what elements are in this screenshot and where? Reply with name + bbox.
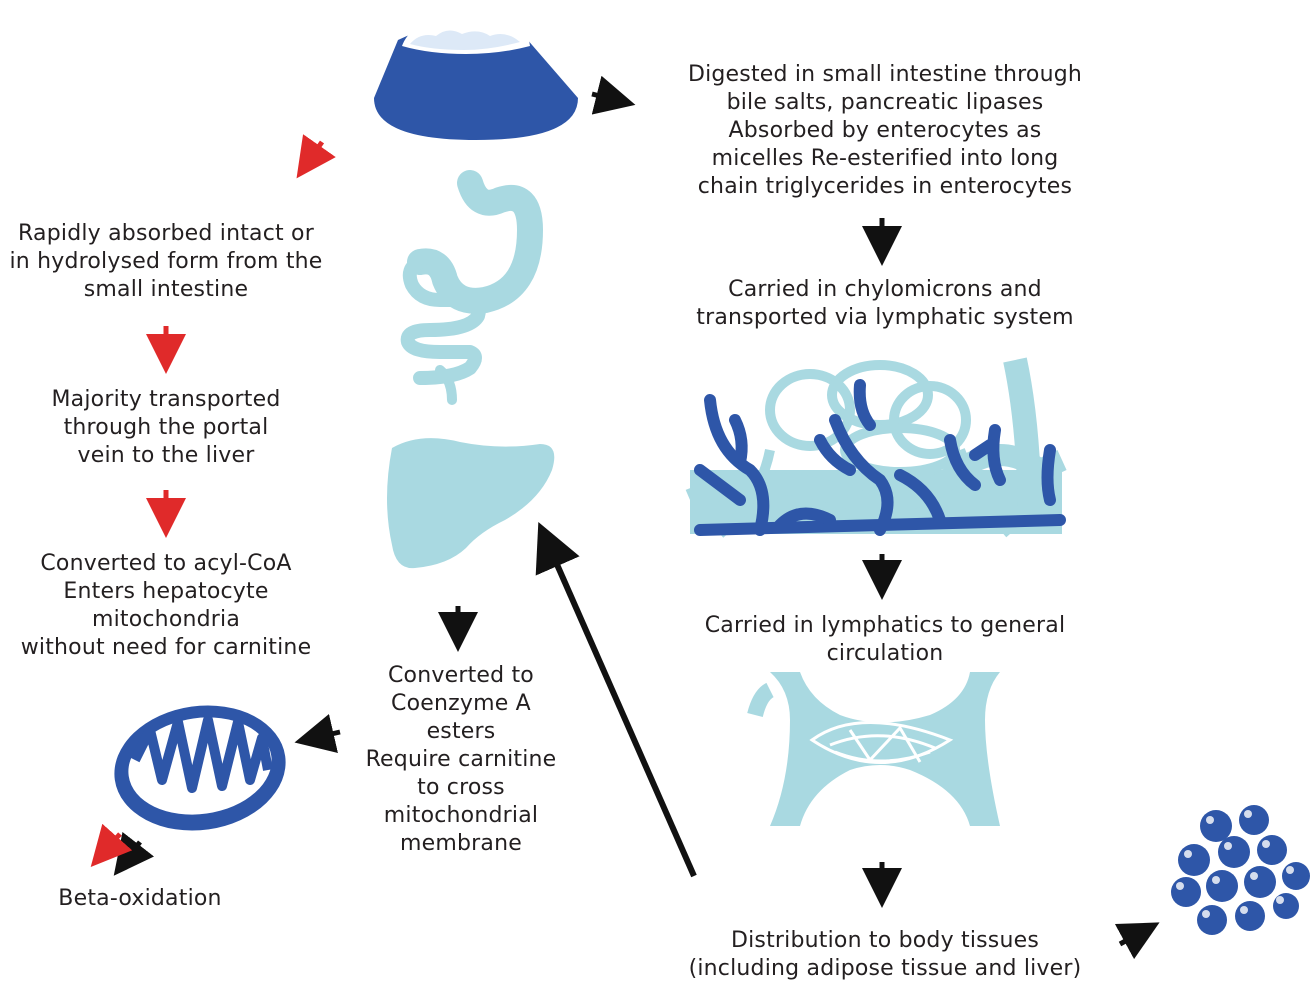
stomach-intestine-icon (408, 183, 530, 400)
acyl-coa-text: Converted to acyl-CoA Enters hepatocyte … (0, 550, 332, 662)
lymph-capillary-icon (690, 360, 1062, 534)
arrow-coenzyme-to-mitochondrion (314, 732, 340, 738)
arrow-mitochondrion-to-beta-red (104, 834, 120, 852)
rapid-absorption-text: Rapidly absorbed intact or in hydrolysed… (0, 220, 332, 304)
coenzyme-a-text: Converted to Coenzyme A esters Require c… (350, 662, 572, 858)
chylomicrons-text: Carried in chylomicrons and transported … (660, 276, 1110, 332)
digestion-text: Digested in small intestine through bile… (660, 61, 1110, 201)
fat-cells-icon (1171, 805, 1310, 935)
lymphatics-text: Carried in lymphatics to general circula… (660, 612, 1110, 668)
lymph-vessel-icon (755, 672, 1000, 826)
arrow-bowl-to-digestion (592, 94, 616, 100)
arrow-distribution-to-fat-cells (1120, 932, 1142, 944)
fat-bowl-icon (374, 18, 578, 140)
arrow-bowl-to-rapid-absorption (308, 142, 322, 162)
beta-oxidation-label: Beta-oxidation (30, 885, 250, 913)
liver-icon (387, 438, 554, 568)
distribution-text: Distribution to body tissues (including … (660, 927, 1110, 983)
portal-vein-text: Majority transported through the portal … (0, 386, 332, 470)
mitochondrion-icon (106, 695, 294, 842)
arrow-mitochondrion-to-beta-black (126, 842, 140, 860)
